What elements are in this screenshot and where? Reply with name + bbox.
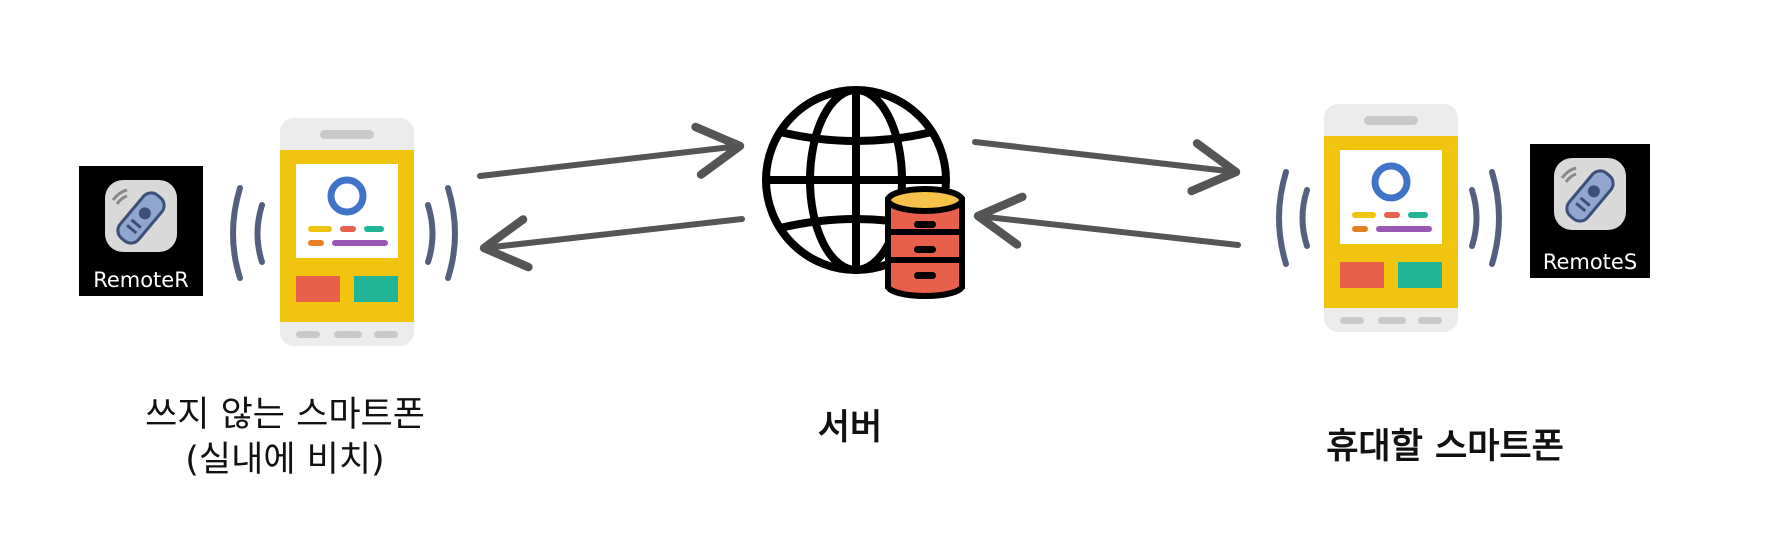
remotes-app-label: RemoteS — [1542, 250, 1638, 274]
right-phone-caption: 휴대할 스마트폰 — [1326, 427, 1564, 467]
database-icon — [885, 186, 965, 299]
left-phone-caption-line1: 쓰지 않는 스마트폰 — [145, 395, 425, 435]
globe-icon — [762, 86, 950, 274]
remote-control-icon — [1554, 158, 1626, 230]
left-phone-wave-icon — [230, 185, 458, 281]
server-caption: 서버 — [817, 408, 883, 448]
left-phone — [280, 118, 414, 346]
remoter-app-label: RemoteR — [93, 268, 189, 292]
left-phone-caption-line2: (실내에 비치) — [185, 440, 385, 480]
arrows — [477, 122, 1241, 272]
arrow-right-to-server — [973, 192, 1241, 249]
right-phone-wave-icon — [1276, 169, 1502, 267]
arrow-server-to-right — [972, 139, 1241, 196]
remoter-app-icon[interactable]: RemoteR — [79, 166, 203, 296]
remote-control-icon — [105, 180, 177, 252]
arrow-server-to-left — [479, 215, 745, 272]
right-phone — [1324, 104, 1458, 332]
arrow-left-to-server — [477, 122, 745, 179]
left-phone-caption: 쓰지 않는 스마트폰 (실내에 비치) — [110, 393, 460, 483]
remotes-app-icon[interactable]: RemoteS — [1530, 144, 1650, 278]
